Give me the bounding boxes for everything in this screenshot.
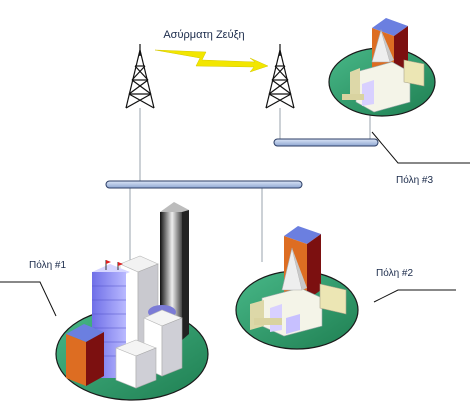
antenna-tower-right-icon (265, 44, 295, 109)
antenna-tower-left-icon (125, 44, 155, 109)
network-bus-main (105, 180, 303, 189)
city-1-town-icon (55, 202, 209, 401)
city-3-label: Πόλη #3 (396, 174, 433, 186)
city-1-label: Πόλη #1 (29, 259, 66, 271)
leader-line-city1 (0, 281, 57, 317)
leader-line-city2 (373, 289, 456, 303)
leader-lines (0, 131, 470, 317)
city-2-town-icon (235, 226, 359, 350)
wireless-link-label: Ασύρματη Ζεύξη (163, 29, 244, 41)
wireless-link-lightning-icon (154, 49, 269, 73)
network-bus-city3 (273, 138, 379, 147)
leader-line-city3 (371, 131, 470, 164)
city-3-town-icon (328, 18, 436, 117)
city-2-label: Πόλη #2 (376, 267, 413, 279)
